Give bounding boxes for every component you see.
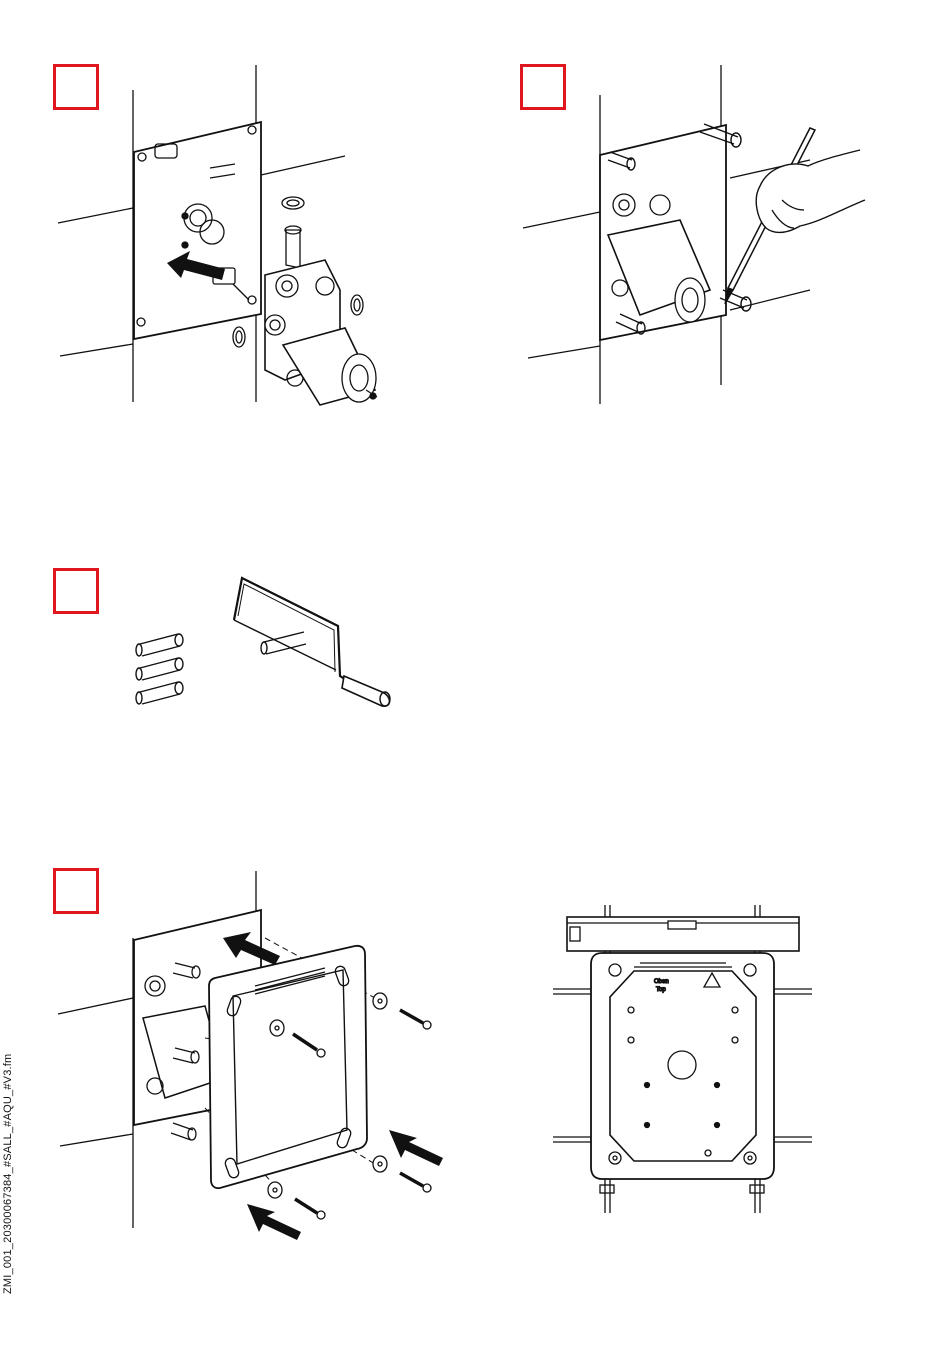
push-arrow-icon [247, 1204, 301, 1240]
spirit-level-icon [567, 917, 799, 951]
step-2-illustration [520, 60, 870, 410]
step-3-illustration [130, 570, 400, 720]
level-check-illustration: Oben Top [550, 905, 815, 1215]
level-label-oben: Oben [654, 979, 669, 985]
step-4-illustration [55, 868, 445, 1248]
file-label: ZMI_001_20300067384_#SALL_#AQU_#V3.fm [2, 1054, 14, 1294]
hacksaw-icon [234, 578, 390, 706]
step-marker-3 [53, 568, 99, 614]
step-1-illustration [55, 60, 395, 410]
push-arrow-icon [389, 1130, 443, 1166]
pencil-hand-icon [725, 128, 865, 304]
level-label-top: Top [656, 987, 666, 993]
